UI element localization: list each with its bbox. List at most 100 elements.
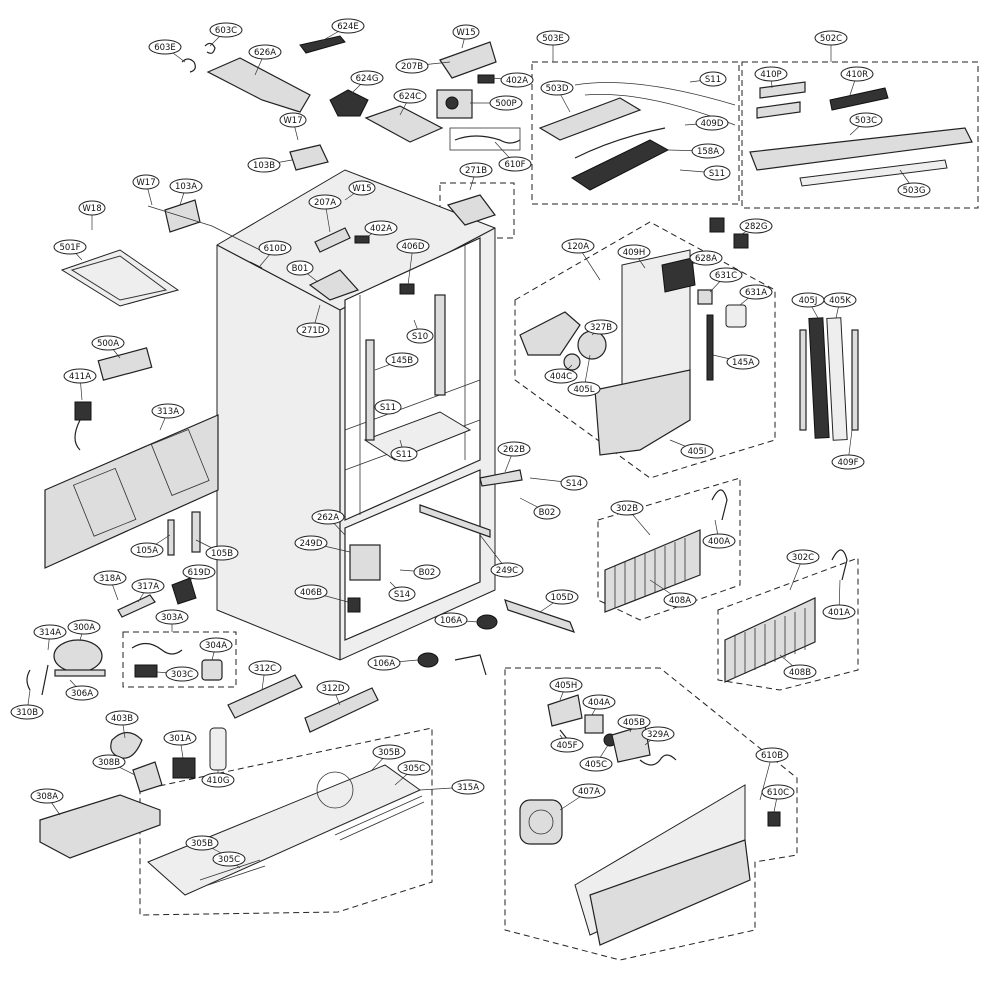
label-bubble [582,694,616,710]
callout-631a: 631A [739,284,773,306]
foot-106A-right [476,614,498,630]
label-bubble [540,80,574,96]
part-number-label: 503E [542,34,564,44]
callout-207a: 207A [308,194,342,233]
callout-402a_mid: 402A [364,220,398,239]
part-number-label: 249C [496,566,518,576]
callout-405k: 405K [823,292,857,319]
part-number-label: 302C [792,553,814,563]
group-box-610B [504,667,798,961]
label-bubble [831,454,865,470]
part-number-label: 404A [588,698,610,708]
callout-400a: 400A [702,519,736,549]
part-number-label: W15 [352,184,371,194]
part-number-label: 405I [688,447,707,457]
label-bubble [201,772,235,788]
callout-624c: 624C [393,88,427,116]
part-number-label: W15 [456,28,475,38]
relay-303C [134,664,158,678]
part-number-label: S11 [709,169,725,179]
label-bubble [451,779,485,795]
label-bubble [897,182,931,198]
label-bubble [294,535,328,551]
part-624C [364,105,444,143]
housing-405I [594,369,691,456]
label-bubble [695,115,729,131]
callout-327b: 327B [584,319,618,336]
label-bubble [53,239,87,255]
label-bubble [148,39,182,55]
label-bubble [199,637,233,653]
part-number-label: 501F [59,243,80,253]
label-bubble [78,200,106,216]
part-number-label: 500P [495,99,516,109]
callout-329a: 329A [641,726,675,746]
callout-305b_a: 305B [371,744,406,771]
callout-271b: 271B [459,162,493,191]
strip-409F-right [851,329,859,431]
label-bubble [169,178,203,194]
evaporator-408B [724,597,816,683]
label-bubble [413,564,441,580]
callout-304a: 304A [199,637,233,661]
label-bubble [641,726,675,742]
label-bubble [163,730,197,746]
ice-maker-parts [519,249,859,456]
callout-408b: 408B [779,654,817,680]
part-number-label: W17 [136,178,155,188]
group-box-120A [514,221,776,479]
callout-305c_a: 305C [394,760,431,786]
part-number-label: 405L [574,385,595,395]
label-bubble [390,446,418,462]
callout-106a_a: 106A [434,612,479,628]
callout-405i: 405I [669,439,714,459]
label-bubble [489,95,523,111]
callout-312d: 312D [316,680,350,706]
label-bubble [132,174,160,190]
part-number-label: B02 [419,568,436,578]
part-271D [308,269,360,301]
part-406D [399,283,415,295]
callout-409d: 409D [684,115,729,131]
bottom-left-parts [39,727,425,896]
rail-249C [419,504,491,538]
part-number-label: 503C [855,116,877,126]
part-317A [117,594,156,618]
part-631A [725,304,747,328]
callout-503e: 503E [536,30,570,62]
callout-249d: 249D [294,535,351,553]
callout-158a: 158A [667,143,725,159]
callout-503g: 503G [897,169,931,198]
part-number-label: 503D [546,84,569,94]
part-number-label: 405H [555,681,578,691]
part-number-label: 401A [828,608,850,618]
callout-631c: 631C [709,267,743,293]
callout-405h: 405H [549,677,583,701]
part-number-label: 105B [211,549,233,559]
part-number-label: 402A [506,76,528,86]
back-panel-313A [44,414,219,569]
refrigerator-cabinet [216,169,523,661]
callout-314a: 314A [33,624,67,651]
callout-404a: 404A [582,694,616,716]
label-bubble [374,399,402,415]
callout-628a: 628A [689,250,723,266]
part-103B [289,144,329,171]
cord-411A [74,401,92,421]
switch-282G-b [733,233,749,249]
part-number-label: 624G [356,74,379,84]
sensor-401A [831,549,848,581]
callout-500a: 500A [91,335,125,359]
label-bubble [10,704,44,720]
bar-503G [799,159,948,187]
callout-s14_a: S14 [529,475,588,491]
part-number-label: 317A [137,582,159,592]
label-bubble [364,220,398,236]
callout-145b: 145B [374,352,419,371]
part-number-label: 249D [300,539,323,549]
label-bubble [536,30,570,46]
part-number-label: 262A [317,513,339,523]
part-628A [661,257,696,293]
tube-105A [167,519,175,556]
tube-105B [191,511,201,553]
